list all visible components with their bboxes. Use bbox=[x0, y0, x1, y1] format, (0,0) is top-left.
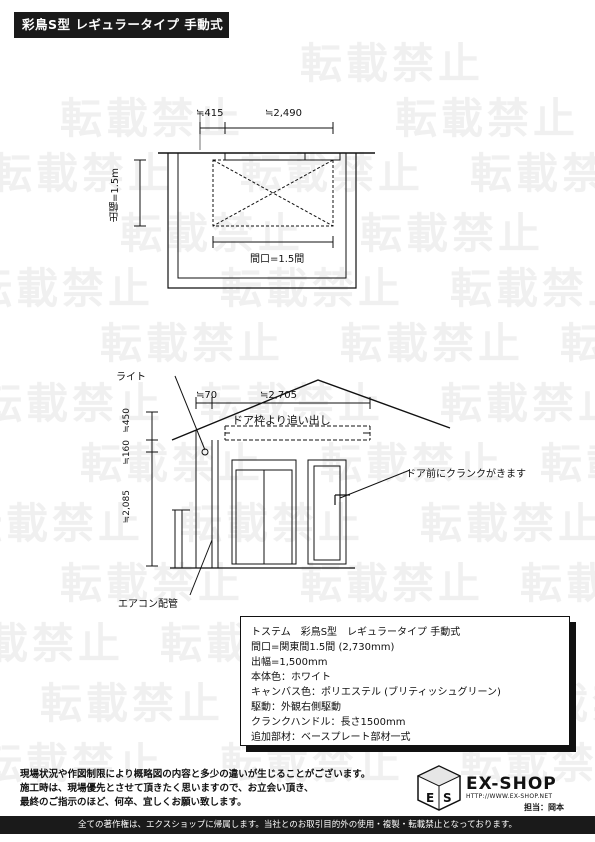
plan-dim-line-top bbox=[199, 122, 334, 134]
note-line: 施工時は、現場優先とさせて頂きたく思いますので、お立会い頂き、 bbox=[20, 783, 314, 794]
elev-crank-leader bbox=[339, 469, 411, 499]
elev-awning-frame bbox=[224, 425, 371, 441]
spec-line: 本体色：ホワイト bbox=[251, 672, 331, 683]
plan-dim-depth bbox=[134, 159, 146, 227]
spec-line: 駆動：外観右側駆動 bbox=[251, 702, 341, 713]
svg-text:S: S bbox=[443, 791, 452, 805]
plan-dim-width bbox=[212, 236, 334, 248]
elev-crank-label: ドア前にクランクがきます bbox=[406, 469, 526, 480]
plan-width-label: 間口=1.5間 bbox=[250, 254, 305, 265]
logo-cube-icon: E S bbox=[416, 765, 462, 811]
elev-aircon-leader bbox=[189, 539, 213, 596]
logo-url: HTTP://WWW.EX-SHOP.NET bbox=[466, 793, 553, 800]
copyright-footer: 全ての著作権は、エクスショップに帰属します。当社とのお取引目的外の使用・複製・転… bbox=[0, 816, 595, 834]
plan-dim-right-label: ≒2,490 bbox=[265, 108, 303, 119]
plan-outer-walls bbox=[167, 153, 357, 289]
spec-line: キャンバス色：ポリエステル (ブリティッシュグリーン) bbox=[251, 687, 501, 698]
plan-depth-label: 出幅=1.5m bbox=[110, 168, 121, 223]
elev-door-frame-label: ドア枠より追い出し bbox=[232, 414, 331, 427]
elev-height-2085: ≒2,085 bbox=[122, 490, 132, 524]
elev-aircon-pipe bbox=[172, 509, 190, 568]
logo-name: EX-SHOP bbox=[466, 774, 557, 794]
elev-light-label: ライト bbox=[116, 372, 146, 383]
plan-inner-walls bbox=[177, 153, 347, 279]
spec-line: トステム 彩鳥S型 レギュラータイプ 手動式 bbox=[251, 627, 461, 638]
elev-dim-top-left: ≒70 bbox=[196, 390, 218, 401]
elev-door-2-inner bbox=[313, 465, 341, 561]
plan-window-2 bbox=[305, 152, 341, 161]
elev-pipe-2 bbox=[211, 440, 219, 568]
svg-text:E: E bbox=[426, 791, 434, 805]
elev-aircon-label: エアコン配管 bbox=[118, 599, 178, 610]
spec-line: 出幅=1,500mm bbox=[251, 657, 328, 668]
elev-roof bbox=[171, 379, 451, 441]
disclaimer-note: 現場状況や作図制限により概略図の内容と多少の違いが生じることがございます。 施工… bbox=[20, 768, 370, 810]
plan-awning-cross bbox=[212, 159, 334, 227]
spec-line: クランクハンドル：長さ1500mm bbox=[251, 717, 406, 728]
elev-dim-top bbox=[195, 397, 371, 409]
elev-door-2-outer bbox=[307, 459, 347, 565]
note-line: 最終のご指示のほど、何卒、宜しくお願い致します。 bbox=[20, 797, 247, 808]
elev-height-450: ≒450 bbox=[122, 408, 132, 433]
elev-dim-top-right: ≒2,705 bbox=[260, 390, 298, 401]
page-title: 彩鳥S型 レギュラータイプ 手動式 bbox=[14, 12, 229, 38]
plan-dim-left-label: ≒415 bbox=[196, 108, 224, 119]
plan-window bbox=[224, 153, 306, 161]
elev-light-leader bbox=[174, 375, 206, 451]
logo-person: 担当：岡本 bbox=[524, 803, 564, 812]
spec-line: 間口=関東間1.5間 (2,730mm) bbox=[251, 642, 395, 653]
note-line: 現場状況や作図制限により概略図の内容と多少の違いが生じることがございます。 bbox=[20, 769, 371, 780]
spec-line: 追加部材：ベースプレート部材一式 bbox=[251, 732, 411, 743]
elev-height-160: ≒160 bbox=[122, 440, 132, 465]
spec-box: トステム 彩鳥S型 レギュラータイプ 手動式 間口=関東間1.5間 (2,730… bbox=[240, 616, 570, 746]
elev-dim-vertical bbox=[146, 411, 158, 567]
